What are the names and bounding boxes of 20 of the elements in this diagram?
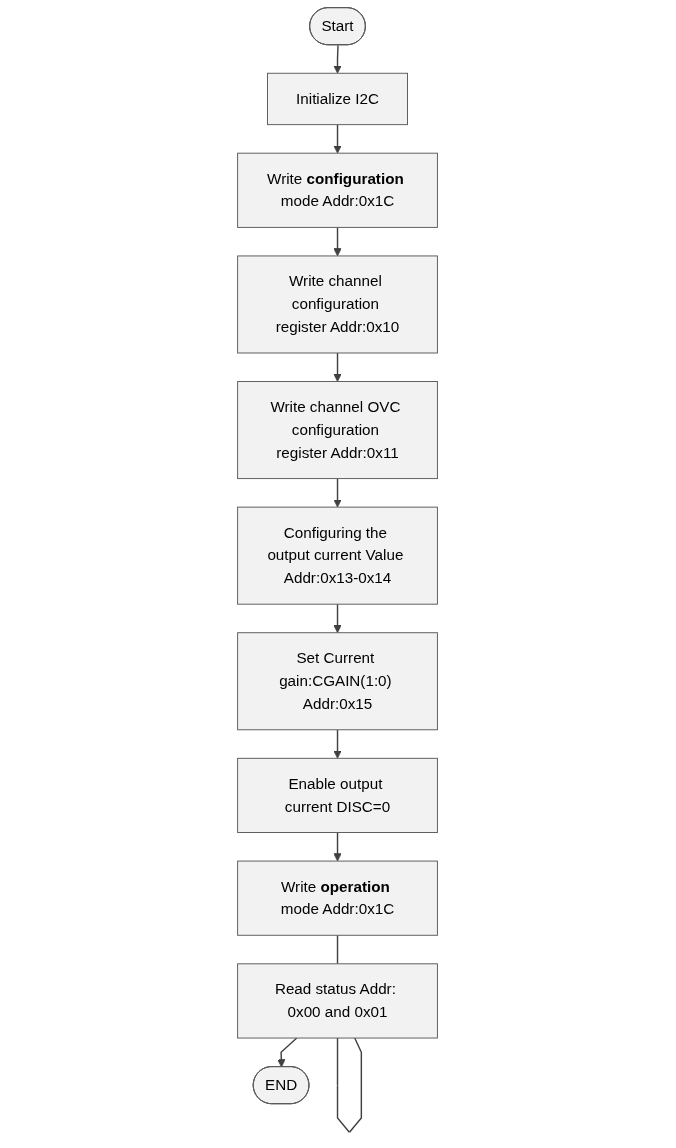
node-box: Write operation mode Addr:0x1C	[237, 860, 439, 936]
arrow	[333, 831, 343, 862]
arrow	[333, 729, 343, 759]
connector	[337, 934, 339, 965]
arrow	[333, 352, 343, 382]
arrow	[333, 603, 343, 634]
node-box: Configuring the output current Value Addr:0x13-0x14	[237, 506, 439, 605]
node-box: Initialize I2C	[267, 72, 409, 126]
arrow	[333, 477, 343, 508]
node-box: Enable output current DISC=0	[237, 757, 439, 833]
node-box: Read status Addr: 0x00 and 0x01	[237, 963, 439, 1039]
node-box: Set Current gain:CGAIN(1:0) Addr:0x15	[237, 632, 439, 731]
arrow	[333, 44, 343, 74]
arrow	[333, 123, 343, 154]
arrow	[277, 1037, 298, 1068]
connector	[337, 1037, 363, 1133]
node-box: Write configuration mode Addr:0x1C	[237, 152, 439, 228]
arrow	[333, 226, 343, 257]
node-box: Write channel configuration register Addr:0x10	[237, 255, 439, 354]
node-box: Write channel OVC configuration register Addr:0x11	[237, 381, 439, 480]
